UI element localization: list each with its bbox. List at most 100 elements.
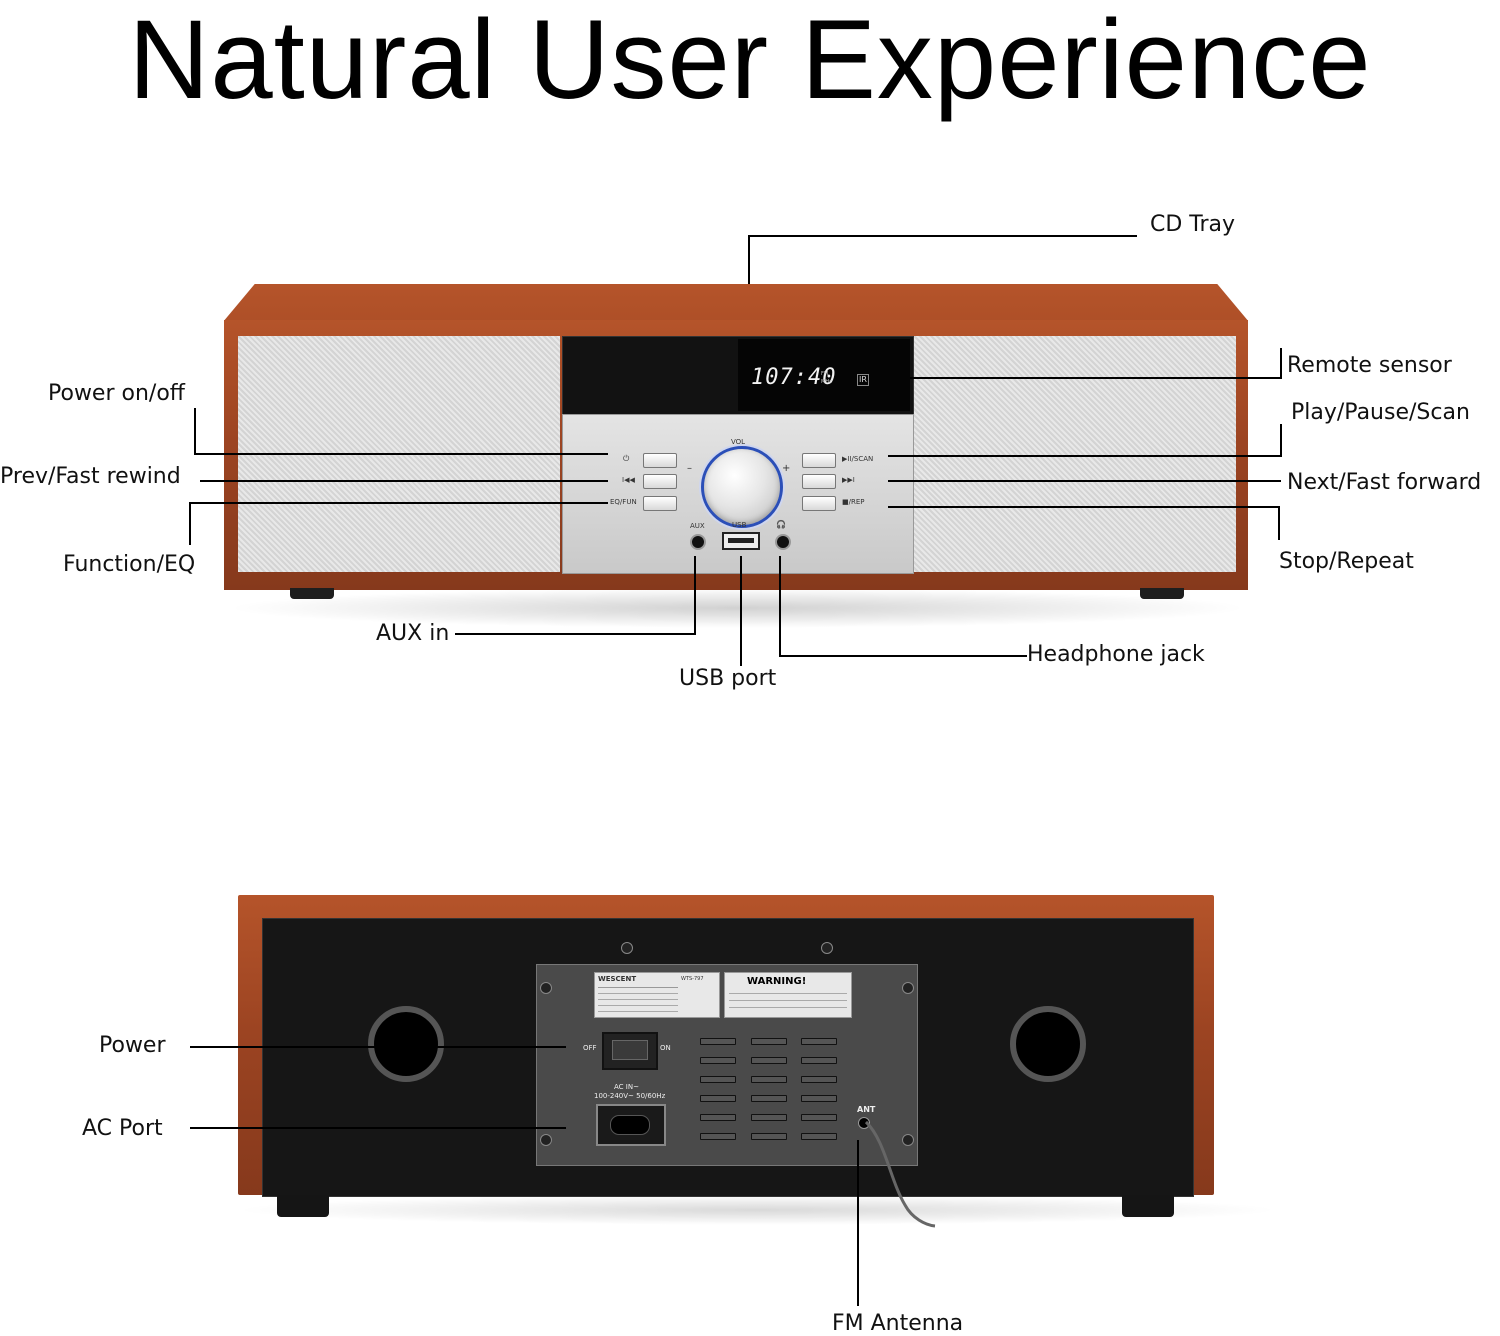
callout-play-scan	[888, 424, 1282, 457]
rear-foot-left	[277, 1195, 329, 1217]
display-window	[738, 339, 910, 411]
left-bass-port	[368, 1006, 444, 1082]
right-bass-port	[1010, 1006, 1086, 1082]
volume-knob[interactable]	[701, 446, 783, 528]
play-scan-button[interactable]	[802, 453, 836, 468]
label-cd-tray: CD Tray	[1150, 212, 1236, 237]
ac-rating-label: 100-240V~ 50/60Hz	[594, 1092, 666, 1100]
stop-rep-button[interactable]	[802, 496, 836, 511]
eq-fun-button[interactable]	[643, 496, 677, 511]
power-button[interactable]	[643, 453, 677, 468]
prev-symbol: I◀◀	[622, 476, 635, 484]
vent-slot	[801, 1114, 837, 1121]
aux-label: AUX	[690, 522, 705, 530]
front-unit-shadow	[225, 588, 1250, 628]
power-symbol: ⏻	[623, 454, 630, 463]
vent-slot	[700, 1095, 736, 1102]
rear-foot-right	[1122, 1195, 1174, 1217]
off-label: OFF	[583, 1044, 597, 1052]
vent-slot	[751, 1076, 787, 1083]
vent-slot	[700, 1057, 736, 1064]
vent-slot	[801, 1057, 837, 1064]
label-function-eq: Function/EQ	[63, 552, 196, 577]
right-speaker-grille	[914, 336, 1236, 572]
next-button[interactable]	[802, 474, 836, 489]
on-label: ON	[660, 1044, 671, 1052]
callout-remote-sensor	[910, 348, 1282, 379]
label-headphone-jack: Headphone jack	[1027, 642, 1205, 667]
headphone-jack[interactable]	[775, 534, 791, 550]
vent-slot	[751, 1038, 787, 1045]
ac-port[interactable]	[596, 1104, 666, 1146]
callout-cd-tray	[748, 235, 1137, 284]
vent-slot	[700, 1038, 736, 1045]
label-rear-power: Power	[99, 1033, 166, 1058]
vent-slot	[751, 1114, 787, 1121]
page-title: Natural User Experience	[128, 0, 1372, 122]
antenna-wire	[864, 1120, 936, 1228]
ac-in-label: AC IN~	[614, 1083, 639, 1091]
model-label: WTS-797	[681, 976, 704, 982]
label-usb-port: USB port	[679, 666, 777, 691]
usb-port[interactable]	[722, 532, 760, 550]
antenna-jack[interactable]	[858, 1117, 870, 1129]
usb-label: USB	[732, 521, 747, 529]
spec-label: WESCENT WTS-797	[594, 972, 720, 1018]
prev-button[interactable]	[643, 474, 677, 489]
label-power-onoff: Power on/off	[48, 381, 185, 406]
screw	[902, 1134, 914, 1146]
vent-slot	[751, 1133, 787, 1140]
aux-jack[interactable]	[690, 534, 706, 550]
vent-slot	[801, 1076, 837, 1083]
label-aux-in: AUX in	[376, 621, 450, 646]
front-foot-right	[1140, 588, 1184, 599]
eq-fun-symbol: EQ/FUN	[610, 498, 637, 506]
label-stop-repeat: Stop/Repeat	[1279, 549, 1414, 574]
ant-label: ANT	[857, 1105, 876, 1114]
remote-sensor-icon: IR	[857, 374, 869, 386]
callout-headphone	[779, 556, 1027, 657]
screw	[540, 1134, 552, 1146]
next-symbol: ▶▶I	[842, 476, 855, 484]
power-switch[interactable]	[602, 1032, 658, 1070]
label-prev-fast-rewind: Prev/Fast rewind	[0, 464, 181, 489]
callout-stop	[888, 506, 1280, 540]
play-scan-symbol: ▶II/SCAN	[842, 455, 874, 463]
callout-aux	[455, 556, 696, 635]
vent-slot	[700, 1076, 736, 1083]
label-play-pause-scan: Play/Pause/Scan	[1291, 400, 1470, 425]
vent-slot	[751, 1095, 787, 1102]
vent-slot	[801, 1095, 837, 1102]
vent-slot	[801, 1038, 837, 1045]
display-fm: FM	[821, 371, 829, 377]
screw	[902, 982, 914, 994]
warning-label: WARNING!	[724, 972, 852, 1018]
warning-text: WARNING!	[747, 976, 807, 987]
callout-power	[194, 408, 608, 455]
screw	[540, 982, 552, 994]
label-ac-port: AC Port	[82, 1116, 163, 1141]
vent-slot	[751, 1057, 787, 1064]
callout-function	[189, 502, 608, 545]
brand-label: WESCENT	[598, 975, 637, 983]
stop-rep-symbol: ■/REP	[842, 498, 865, 506]
vol-minus: –	[687, 463, 692, 474]
screw	[821, 942, 833, 954]
vent-slot	[700, 1133, 736, 1140]
headphone-symbol: 🎧	[776, 520, 786, 529]
display-mhz: MHz	[821, 379, 832, 385]
vent-slot	[700, 1114, 736, 1121]
front-foot-left	[290, 588, 334, 599]
display-panel: 107:40 FM MHz IR	[562, 336, 914, 416]
vol-plus: +	[782, 463, 791, 474]
vol-label: VOL	[731, 438, 746, 446]
label-fm-antenna: FM Antenna	[832, 1311, 964, 1336]
label-remote-sensor: Remote sensor	[1287, 353, 1452, 378]
vent-slot	[801, 1133, 837, 1140]
screw	[621, 942, 633, 954]
label-next-fast-forward: Next/Fast forward	[1287, 470, 1482, 495]
display-readout: 107:40	[751, 365, 837, 390]
rear-unit-shadow	[232, 1195, 1282, 1225]
